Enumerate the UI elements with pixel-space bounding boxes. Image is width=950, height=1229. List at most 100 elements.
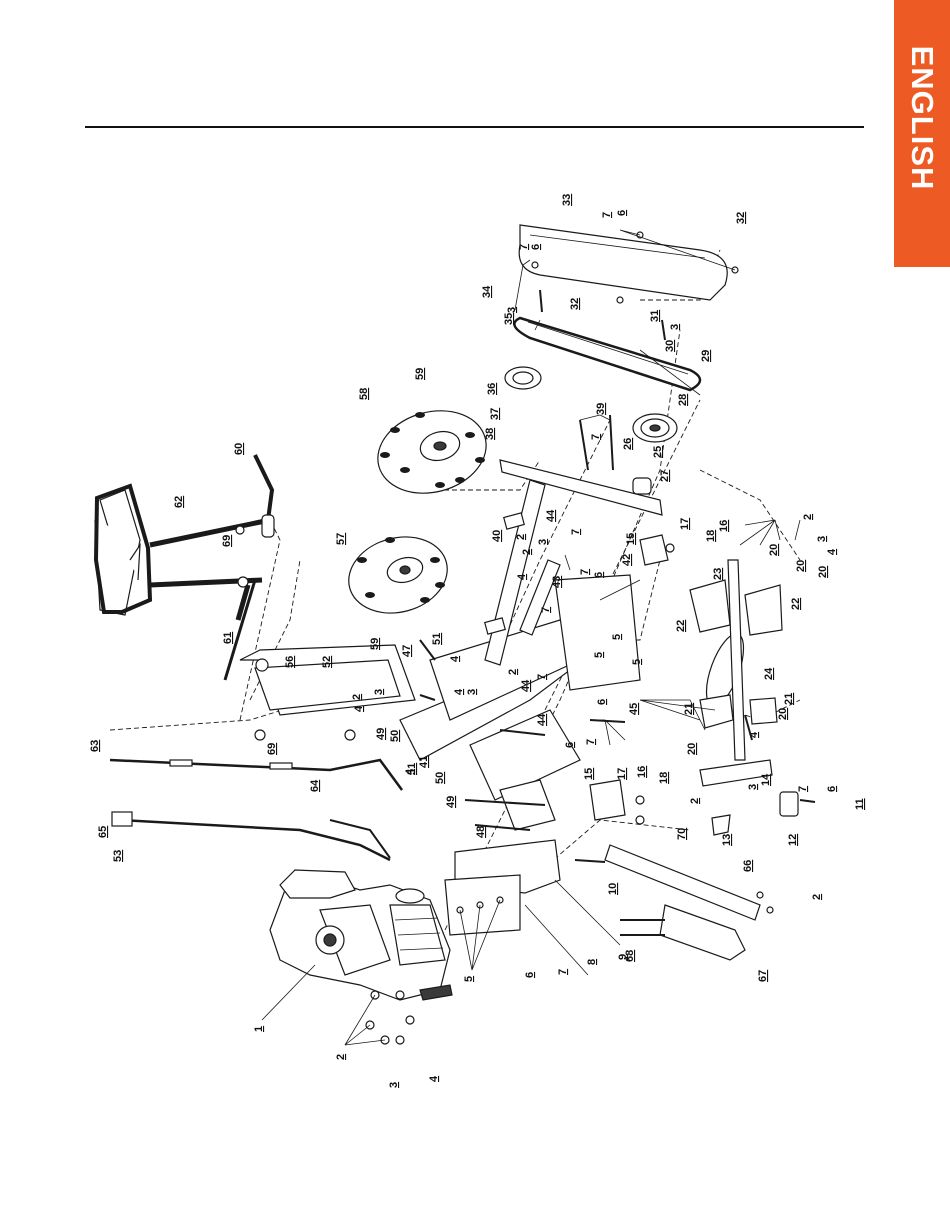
callout-69a: 69 — [221, 535, 233, 547]
callout-2b: 2 — [802, 514, 814, 520]
callout-6e: 6 — [596, 699, 608, 705]
callout-5c: 5 — [593, 652, 605, 658]
callout-13: 13 — [721, 834, 733, 846]
callout-70: 70 — [676, 828, 688, 840]
callout-38: 38 — [484, 428, 496, 440]
callout-51b: 51 — [406, 763, 418, 775]
callout-50a: 50 — [389, 730, 401, 742]
callout-22b: 22 — [790, 598, 802, 610]
callout-2g: 2 — [811, 894, 823, 900]
callout-61: 61 — [222, 632, 234, 644]
callout-64: 64 — [309, 779, 321, 792]
leader-lines — [261, 229, 801, 1046]
callout-57: 57 — [335, 533, 347, 545]
callout-41: 41 — [418, 756, 430, 768]
callout-44c: 44 — [536, 713, 548, 726]
cutter-bracket-21b — [749, 697, 778, 725]
rotor-disc — [705, 559, 746, 761]
callout-20e: 20 — [686, 743, 698, 755]
callout-4h: 4 — [453, 688, 465, 695]
callout-numbers: 1 2 3 4 5 6 7 8 9 10 11 12 13 14 15 15 1… — [89, 194, 866, 1088]
callout-20c: 20 — [817, 566, 829, 578]
callout-21a: 21 — [683, 703, 695, 715]
callout-3c: 3 — [506, 307, 518, 313]
brace-38 — [499, 459, 663, 516]
callout-17a: 17 — [679, 518, 691, 530]
callout-7: 7 — [557, 969, 569, 975]
callout-7f: 7 — [579, 569, 591, 575]
callout-24: 24 — [763, 667, 775, 680]
callout-14: 14 — [760, 773, 772, 786]
callout-7b: 7 — [518, 244, 530, 250]
callout-7g: 7 — [540, 607, 552, 613]
callout-49b: 49 — [445, 796, 457, 808]
callout-69b: 69 — [266, 743, 278, 755]
callout-60: 60 — [233, 443, 245, 455]
callout-16b: 16 — [636, 766, 648, 778]
callout-56: 56 — [284, 656, 296, 668]
block-12 — [779, 791, 799, 817]
callout-17b: 17 — [616, 768, 628, 780]
callout-3: 3 — [388, 1082, 400, 1088]
callout-68: 68 — [624, 950, 636, 962]
callout-3d: 3 — [669, 324, 681, 330]
callout-49a: 49 — [375, 728, 387, 740]
callout-4d: 4 — [449, 655, 461, 662]
callout-30: 30 — [664, 340, 676, 352]
callout-6b: 6 — [530, 244, 542, 250]
callout-20a: 20 — [768, 544, 780, 556]
callout-7h: 7 — [536, 674, 548, 680]
callout-6d: 6 — [593, 572, 605, 578]
lever-arm — [253, 454, 275, 538]
callout-6g: 6 — [826, 786, 838, 792]
hub-27 — [632, 477, 652, 495]
callout-51a: 51 — [431, 633, 443, 645]
callout-10: 10 — [607, 883, 619, 895]
callout-6c: 6 — [616, 210, 628, 216]
callout-47: 47 — [401, 645, 413, 657]
callout-33: 33 — [561, 194, 573, 206]
callout-7i: 7 — [585, 739, 597, 745]
callout-8: 8 — [586, 959, 598, 965]
callout-4c: 4 — [516, 573, 528, 580]
callout-43: 43 — [551, 576, 563, 588]
cutter-bracket-22b — [744, 584, 783, 636]
bearing-15a — [639, 534, 669, 566]
rod — [223, 579, 257, 681]
callout-9: 9 — [617, 954, 629, 960]
handle-base — [239, 644, 416, 716]
cutter-bracket-21a — [699, 694, 734, 729]
callout-29: 29 — [700, 350, 712, 362]
callout-1: 1 — [253, 1026, 265, 1032]
callout-67: 67 — [757, 970, 769, 982]
callout-7c: 7 — [601, 212, 613, 218]
wheel-57 — [348, 536, 448, 614]
callout-2f: 2 — [689, 798, 701, 804]
callout-59b: 59 — [369, 638, 381, 650]
callout-58: 58 — [358, 388, 370, 400]
callout-20b: 20 — [795, 560, 807, 572]
bearing-15b — [589, 779, 626, 821]
callout-18a: 18 — [705, 530, 717, 542]
callout-3e: 3 — [537, 539, 549, 545]
fasteners — [235, 231, 816, 1045]
plate-42 — [554, 574, 641, 691]
callout-6f: 6 — [564, 742, 576, 748]
callout-2e: 2 — [351, 694, 363, 700]
callout-44a: 44 — [545, 509, 557, 522]
callout-7j: 7 — [797, 786, 809, 792]
throttle-cable — [109, 758, 404, 791]
callout-4f: 4 — [404, 768, 416, 775]
callout-36: 36 — [486, 383, 498, 395]
callout-2h: 2 — [515, 534, 527, 540]
callout-15a: 15 — [625, 533, 637, 545]
callout-3h: 3 — [747, 784, 759, 790]
callout-31: 31 — [649, 310, 661, 322]
callout-42: 42 — [621, 554, 633, 566]
callout-20d: 20 — [777, 708, 789, 720]
pulley-28 — [632, 413, 678, 443]
callout-3b: 3 — [816, 536, 828, 542]
callout-3f: 3 — [466, 689, 478, 695]
support-arm-14 — [699, 759, 773, 787]
